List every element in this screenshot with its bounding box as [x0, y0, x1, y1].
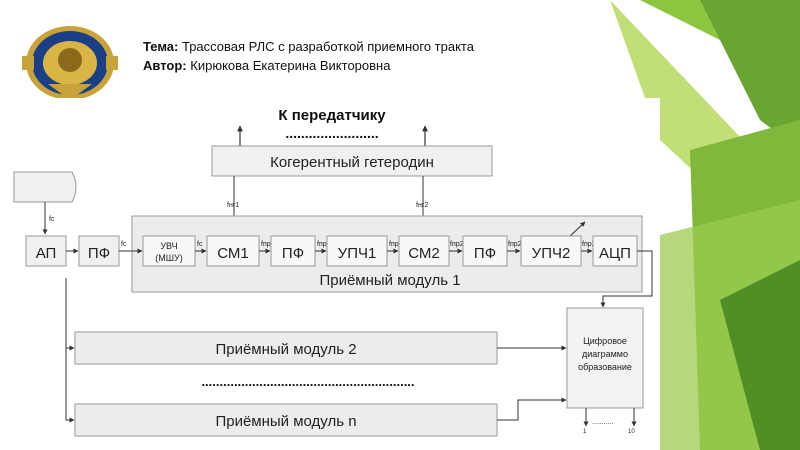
- dbf-label-2: диаграммо: [582, 349, 628, 359]
- pf-label-1: ПФ: [282, 245, 304, 262]
- uvch-block: [142, 235, 196, 267]
- split-line-modules: [65, 278, 75, 423]
- heterodyne-block: [211, 145, 493, 177]
- ap-label: АП: [36, 245, 57, 262]
- topic-line: Тема: Трассовая РЛС с разработкой приемн…: [143, 37, 474, 56]
- fc-label-uvch: fc: [197, 241, 203, 248]
- author-value: Кирюкова Екатерина Викторовна: [190, 58, 391, 73]
- fpr2-label-1: fпр2: [450, 241, 464, 248]
- sm1-label: СМ1: [217, 245, 249, 262]
- dbf-label-3: образование: [578, 362, 632, 372]
- fnet1-label: fнг1: [227, 202, 239, 209]
- upch1-block: [326, 235, 388, 267]
- heterodyne-label: Когерентный гетеродин: [270, 154, 434, 171]
- author-line: Автор: Кирюкова Екатерина Викторовна: [143, 56, 474, 75]
- upch2-label: УПЧ2: [532, 245, 571, 262]
- module1-label: Приёмный модуль 1: [319, 272, 460, 289]
- emblem-icon: [22, 26, 118, 100]
- dbf-output-dots: ...........: [592, 419, 613, 426]
- arrow-module-n-dbf: [497, 397, 567, 421]
- dbf-output-last: 10: [628, 429, 635, 435]
- antenna-input-shape: [13, 171, 77, 203]
- pf-label-input: ПФ: [88, 245, 110, 262]
- top-dots: ........................: [285, 125, 378, 141]
- deco-shape-bottom: [720, 260, 800, 450]
- topic-value: Трассовая РЛС с разработкой приемного тр…: [181, 39, 474, 54]
- pf-label-2: ПФ: [474, 245, 496, 262]
- author-label: Автор:: [143, 58, 187, 73]
- sm2-block: [398, 235, 450, 267]
- ap-block: [25, 235, 67, 267]
- to-transmitter-label: К передатчику: [278, 107, 386, 124]
- fpr-label-1: fпр: [261, 241, 271, 248]
- upch1-label: УПЧ1: [338, 245, 377, 262]
- fc-label-pf: fc: [121, 241, 127, 248]
- fpr-label-3: fпр: [389, 241, 399, 248]
- sm2-label: СМ2: [408, 245, 440, 262]
- fnet2-label: fнг2: [416, 202, 428, 209]
- module1-arrow-diag: [567, 221, 586, 239]
- topic-label: Тема:: [143, 39, 179, 54]
- module2-label: Приёмный модуль 2: [215, 341, 356, 358]
- uvch-label-2: (МШУ): [155, 253, 182, 263]
- upch2-block: [520, 235, 582, 267]
- fpr2-label-3: fпр2: [582, 241, 596, 248]
- module-n-label: Приёмный модуль n: [215, 413, 356, 430]
- adc-label: АЦП: [599, 245, 631, 262]
- middle-dots: ........................................…: [201, 374, 414, 389]
- dbf-block: [566, 307, 644, 409]
- dbf-label-1: Цифровое: [583, 336, 627, 346]
- fc-label-antenna: fc: [49, 216, 55, 223]
- module2-block: [74, 331, 498, 365]
- slide-header: Тема: Трассовая РЛС с разработкой приемн…: [143, 37, 474, 75]
- receiver-block-diagram: К передатчику ........................ К…: [0, 98, 660, 450]
- arrow-adc-dbf: [600, 250, 653, 308]
- fpr-label-2: fпр: [317, 241, 327, 248]
- deco-shape-top-dark: [700, 0, 800, 150]
- adc-block: [592, 235, 638, 267]
- dbf-output-first: 1: [583, 429, 587, 435]
- pf-block-input: [78, 235, 120, 267]
- pf-block-1: [270, 235, 316, 267]
- pf-block-2: [462, 235, 508, 267]
- uvch-label-1: УВЧ: [160, 241, 177, 251]
- fpr2-label-2: fпр2: [508, 241, 522, 248]
